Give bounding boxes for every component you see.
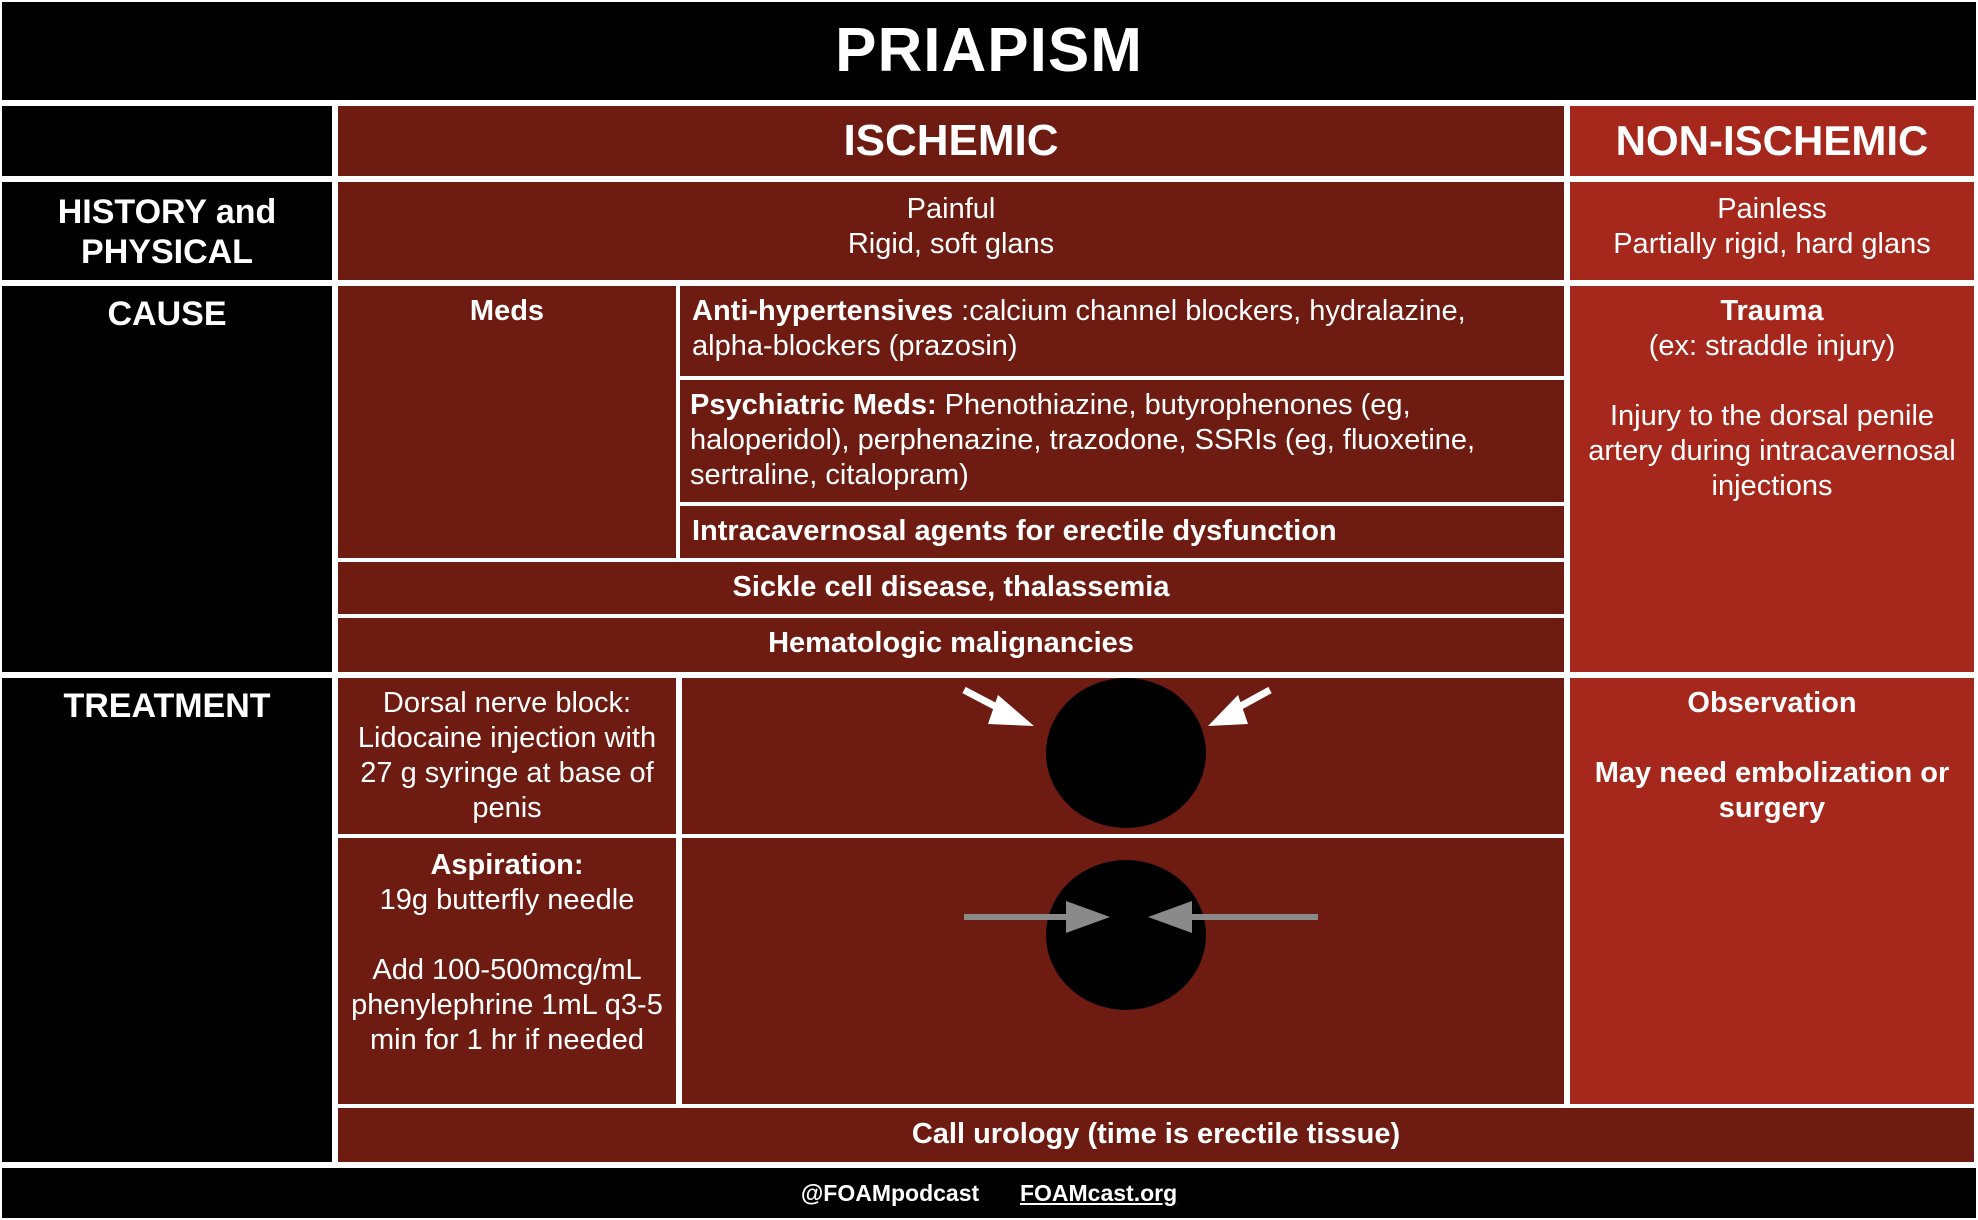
column-header-non-ischemic: NON-ISCHEMIC <box>1570 106 1974 176</box>
cause-psychiatric-cell: Psychiatric Meds: Phenothiazine, butyrop… <box>680 380 1564 502</box>
history-ischemic-line1: Painful <box>906 193 996 225</box>
cause-antihypertensives-cell: Anti-hypertensives :calcium channel bloc… <box>680 286 1564 376</box>
treatment-urology-cell: Call urology (time is erectile tissue) <box>338 1108 1974 1162</box>
meds-label: Meds <box>469 295 545 327</box>
footer-site-link[interactable]: FOAMcast.org <box>1019 1180 1178 1206</box>
vessel-circle-bottom <box>1046 860 1206 1010</box>
block-line1: Dorsal nerve block: <box>382 687 632 719</box>
vessel-circle-top <box>1046 678 1206 828</box>
treatment-top-diagram-cell <box>682 678 1564 834</box>
cause-meds-cell: Meds <box>338 286 676 558</box>
white-arrow-right-head <box>1208 695 1248 726</box>
circle-with-gray-arrows-icon <box>964 860 1318 1010</box>
trauma-title: Trauma <box>1720 295 1824 327</box>
cause-heme-cell: Hematologic malignancies <box>338 618 1564 672</box>
row-header-cause: CAUSE <box>2 286 332 672</box>
treatment-aspiration-cell: Aspiration: 19g butterfly needle Add 100… <box>338 838 676 1104</box>
page-title: PRIAPISM <box>835 16 1143 85</box>
treatment-bottom-diagram-cell <box>682 838 1564 1104</box>
footer-handle: @FOAMpodcast <box>800 1180 980 1206</box>
history-non-ischemic-cell: Painless Partially rigid, hard glans <box>1570 182 1974 280</box>
aspiration-phenylephrine: Add 100-500mcg/mL phenylephrine 1mL q3-5… <box>351 954 663 1056</box>
antihypertensives-title: Anti-hypertensives <box>692 295 954 327</box>
observation-text: Observation <box>1687 687 1857 719</box>
cause-non-ischemic-cell: Trauma (ex: straddle injury) Injury to t… <box>1570 286 1974 672</box>
psychiatric-title: Psychiatric Meds: <box>690 389 937 421</box>
history-non-line1: Painless <box>1717 193 1827 225</box>
circle-with-white-arrows-icon <box>962 678 1272 828</box>
embolization-text: May need embolization or surgery <box>1594 757 1950 824</box>
intracavernosal-text: Intracavernosal agents for erectile dysf… <box>692 515 1337 547</box>
non-ischemic-header: NON-ISCHEMIC <box>1615 117 1929 164</box>
psychiatric-text: Phenothiazine, butyrophenones (eg, halop… <box>690 389 1476 491</box>
history-ischemic-line2: Rigid, soft glans <box>847 228 1055 260</box>
aspiration-needle: 19g butterfly needle <box>379 884 635 916</box>
aspiration-title: Aspiration: <box>430 849 584 881</box>
history-label-line2: PHYSICAL <box>81 233 253 271</box>
column-header-ischemic: ISCHEMIC <box>338 106 1564 176</box>
treatment-block-cell: Dorsal nerve block: Lidocaine injection … <box>338 678 676 834</box>
title-bar: PRIAPISM <box>2 2 1976 100</box>
cause-sickle-cell: Sickle cell disease, thalassemia <box>338 562 1564 614</box>
history-label-line1: HISTORY and <box>57 193 277 231</box>
cause-label: CAUSE <box>107 295 227 333</box>
gray-arrow-left-head <box>1066 901 1110 933</box>
trauma-injury: Injury to the dorsal penile artery durin… <box>1588 400 1956 502</box>
sickle-text: Sickle cell disease, thalassemia <box>732 571 1170 603</box>
row-header-treatment: TREATMENT <box>2 678 332 1162</box>
row-header-history: HISTORY and PHYSICAL <box>2 182 332 280</box>
antihypertensives-text: :calcium channel blockers, hydralazine, … <box>692 295 1466 362</box>
treatment-non-ischemic-cell: Observation May need embolization or sur… <box>1570 678 1974 1104</box>
corner-cell <box>2 106 332 176</box>
history-ischemic-cell: Painful Rigid, soft glans <box>338 182 1564 280</box>
treatment-label: TREATMENT <box>63 687 271 725</box>
footer-bar: @FOAMpodcast FOAMcast.org <box>2 1168 1976 1218</box>
white-arrow-left-head <box>988 695 1034 726</box>
trauma-example: (ex: straddle injury) <box>1648 330 1896 362</box>
history-non-line2: Partially rigid, hard glans <box>1613 228 1931 260</box>
gray-arrow-right-head <box>1148 901 1192 933</box>
block-text: Lidocaine injection with 27 g syringe at… <box>357 722 657 824</box>
heme-text: Hematologic malignancies <box>768 627 1134 659</box>
urology-text: Call urology (time is erectile tissue) <box>911 1118 1401 1150</box>
ischemic-header: ISCHEMIC <box>843 116 1059 165</box>
cause-intracavernosal-cell: Intracavernosal agents for erectile dysf… <box>680 506 1564 558</box>
